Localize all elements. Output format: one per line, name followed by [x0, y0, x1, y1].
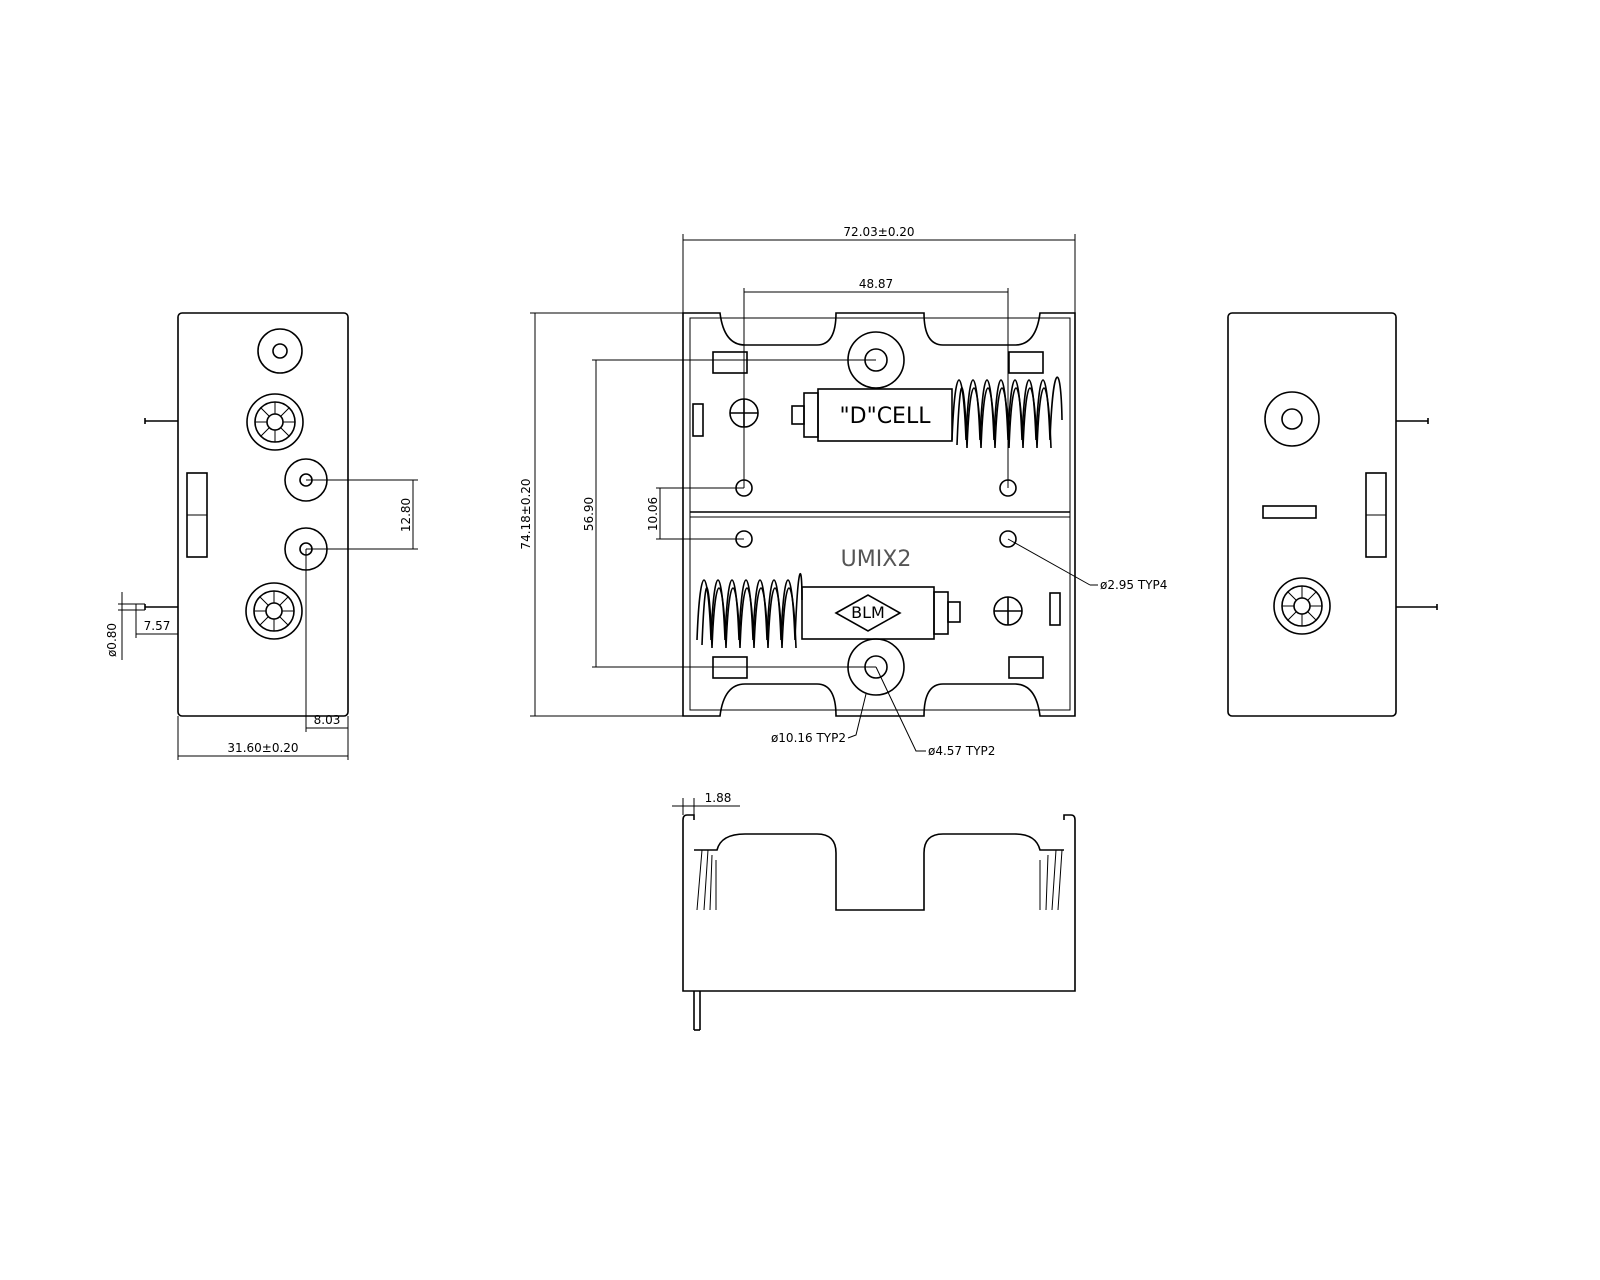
dim-contact-spacing: 48.87: [859, 277, 893, 291]
front-view: "D"CELL BLM UMIX2 72.03±0.20 48.87 74.18: [519, 225, 1167, 758]
bottom-elevation-view: 1.88: [672, 791, 1076, 1031]
dim-terminal-spacing: 56.90: [582, 497, 596, 531]
screw-boss-right: [1273, 577, 1331, 635]
dim-wall-thickness: 1.88: [705, 791, 732, 805]
dim-side-edge-offset: 8.03: [314, 713, 341, 727]
right-side-view: [1227, 312, 1438, 717]
dim-pin-length: 7.57: [144, 619, 171, 633]
dim-pin-diameter: ø0.80: [105, 623, 119, 657]
brand-marking: BLM: [851, 603, 885, 622]
left-side-view: 12.80 8.03 31.60±0.20 7.57 ø0.80: [105, 312, 418, 760]
dim-hole-offset: 10.06: [646, 497, 660, 531]
dim-overall-height: 74.18±0.20: [519, 478, 533, 549]
dim-overall-width: 72.03±0.20: [843, 225, 914, 239]
cell-type-marking: "D"CELL: [840, 404, 932, 429]
dim-side-width: 31.60±0.20: [227, 741, 298, 755]
dim-boss-inner: ø4.57 TYP2: [928, 744, 995, 758]
battery-top: "D"CELL: [791, 376, 1063, 449]
screw-boss-top: [246, 393, 304, 451]
battery-bottom: BLM: [696, 572, 961, 649]
dim-mount-hole: ø2.95 TYP4: [1100, 578, 1167, 592]
model-marking: UMIX2: [841, 547, 912, 572]
dim-side-pin-spacing: 12.80: [399, 498, 413, 532]
dim-boss-outer: ø10.16 TYP2: [771, 731, 846, 745]
screw-boss-bottom: [245, 582, 303, 640]
